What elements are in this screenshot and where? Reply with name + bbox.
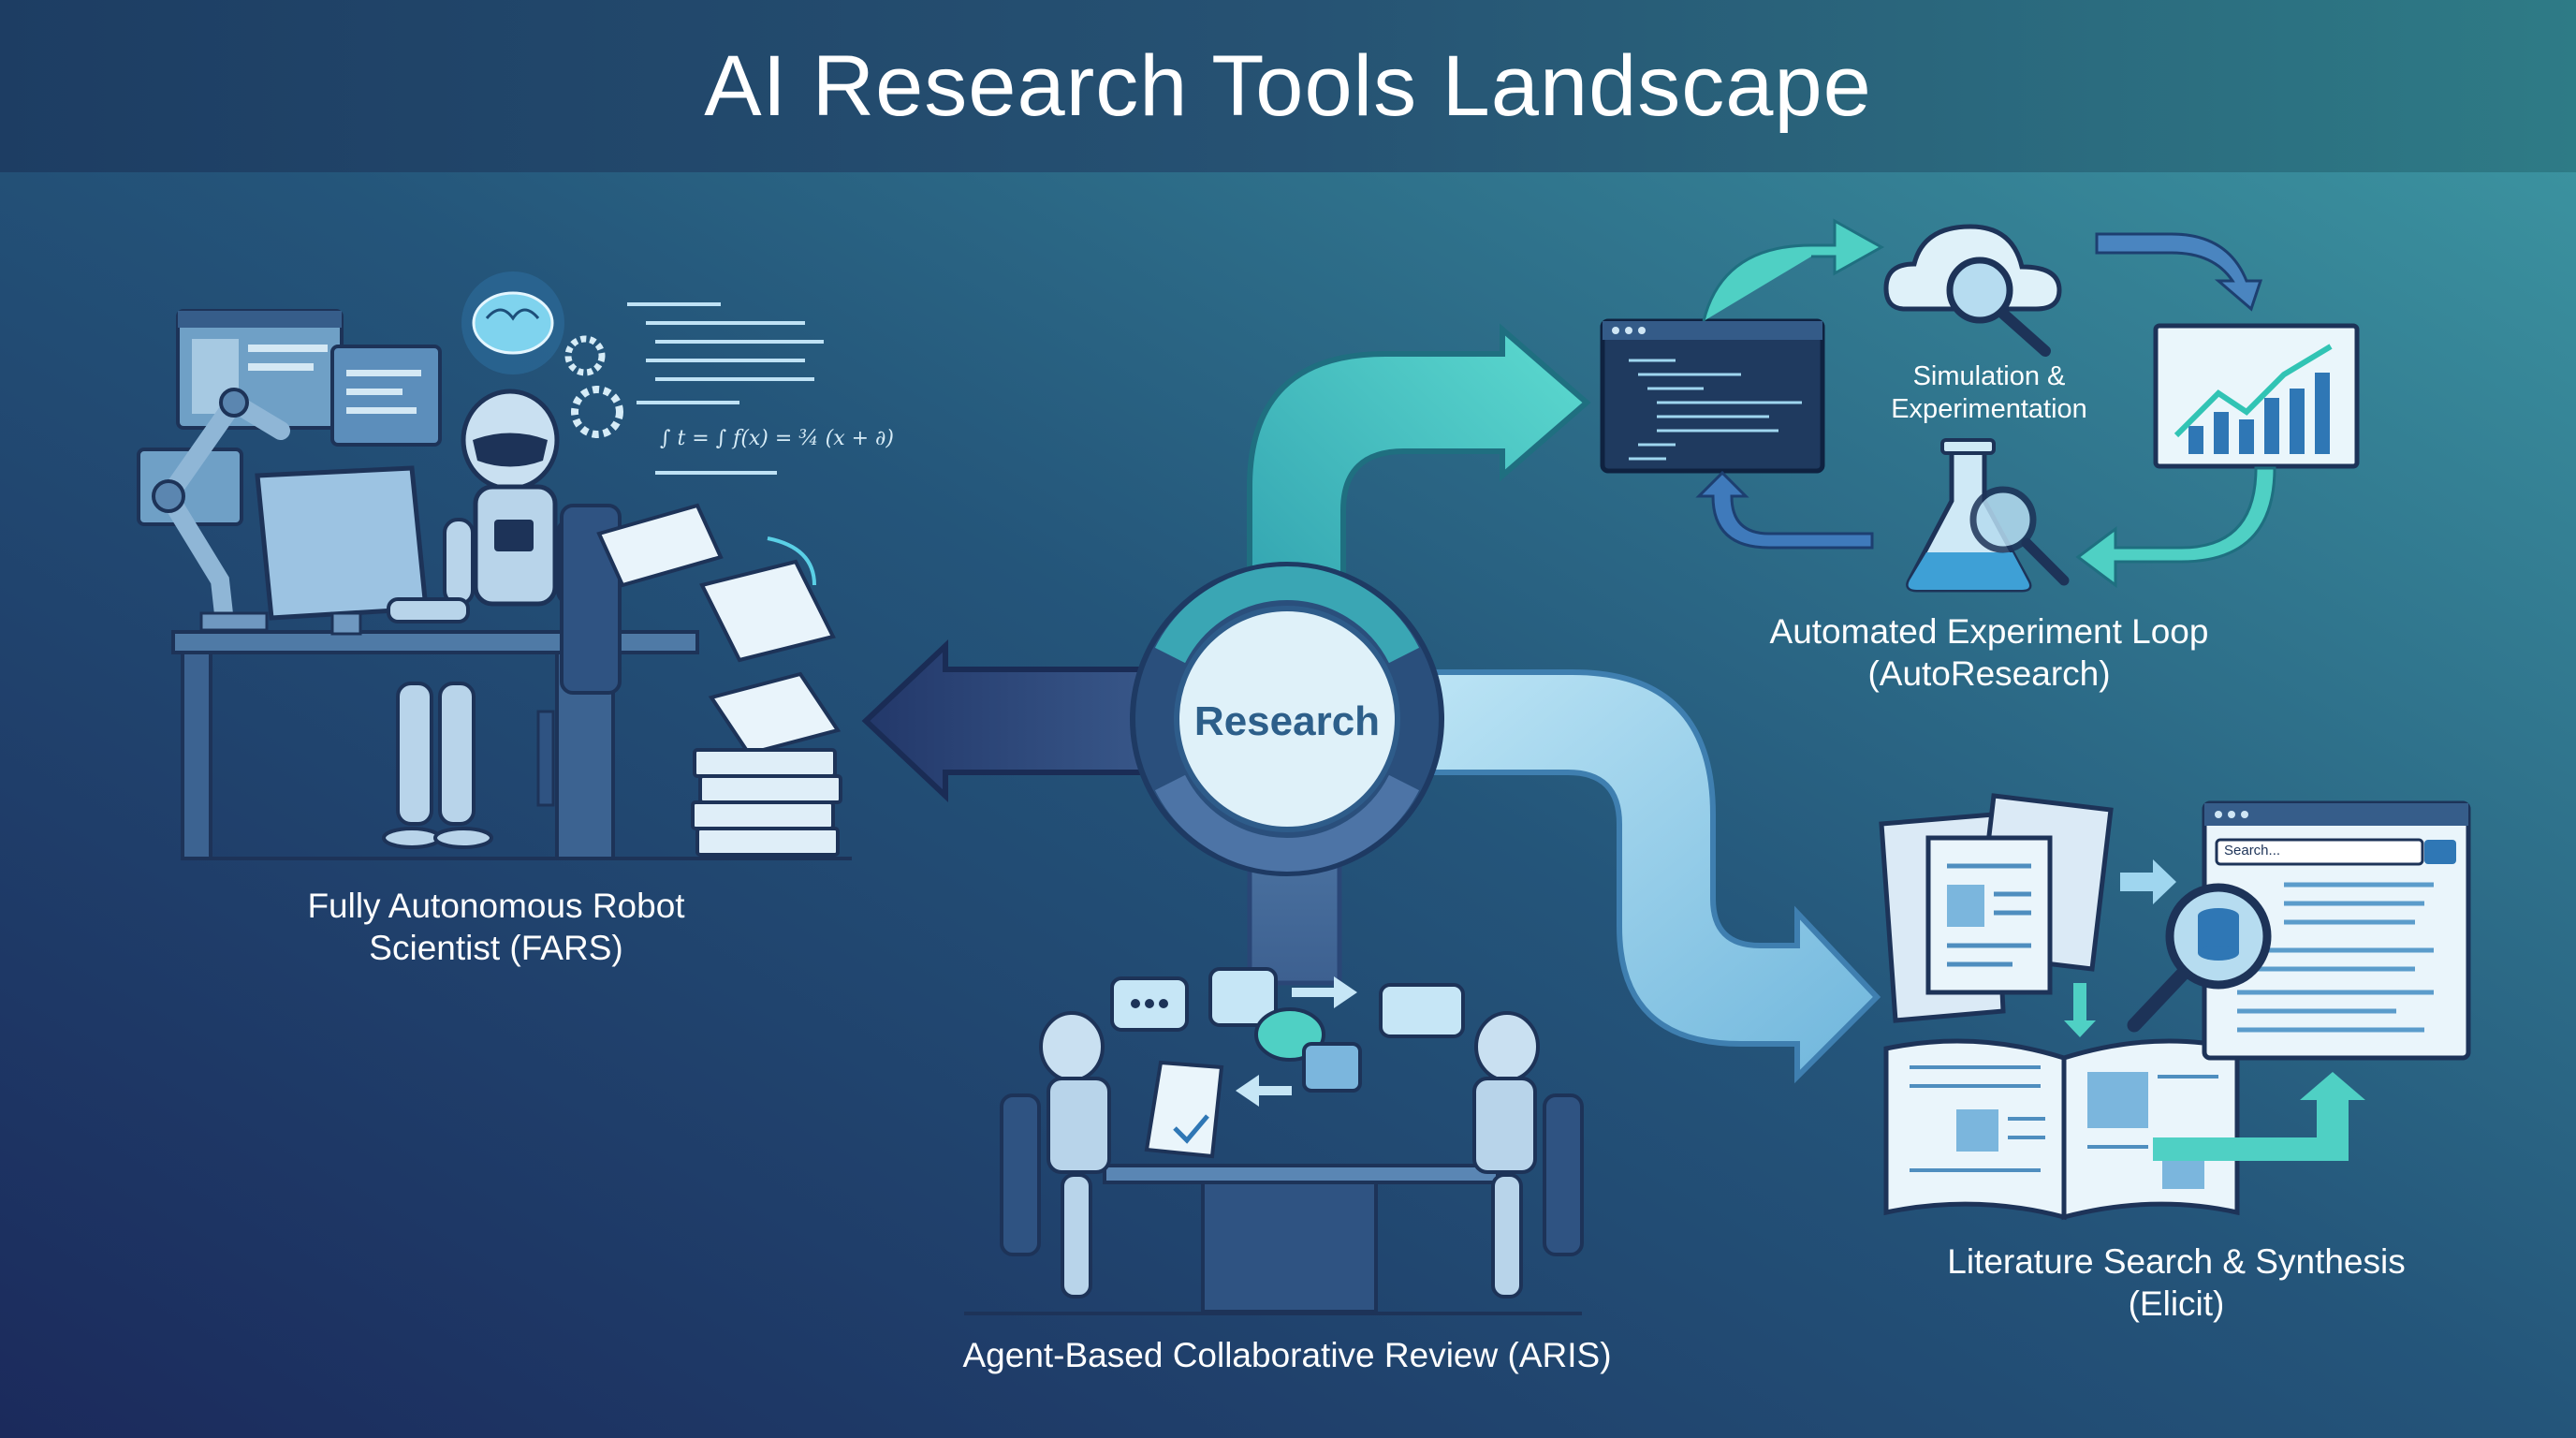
elicit-caption: Literature Search & Synthesis (Elicit) — [1881, 1240, 2471, 1325]
title-bar: AI Research Tools Landscape — [0, 0, 2576, 172]
elicit-search-placeholder: Search... — [2224, 843, 2281, 858]
hub-label: Research — [1194, 698, 1380, 744]
arrow-to-elicit — [1383, 669, 1881, 1084]
aris-illustration — [964, 967, 1584, 1315]
elicit-illustration — [1879, 793, 2471, 1221]
sim-caption: Simulation & Experimentation — [1839, 360, 2139, 426]
aris-caption-line: Agent-Based Collaborative Review (ARIS) — [962, 1336, 1612, 1374]
fars-caption: Fully Autonomous Robot Scientist (FARS) — [215, 885, 777, 969]
fars-caption-line1: Fully Autonomous Robot — [307, 887, 685, 925]
svg-text:∫ t = ∫ f(x) = ¾ (x + ∂): ∫ t = ∫ f(x) = ¾ (x + ∂) — [660, 427, 894, 450]
sim-caption-line1: Simulation & — [1912, 361, 2066, 391]
elicit-caption-line1: Literature Search & Synthesis — [1947, 1242, 2406, 1281]
autoresearch-illustration — [1600, 218, 2360, 593]
research-hub — [1130, 562, 1444, 876]
autoresearch-caption: Automated Experiment Loop (AutoResearch) — [1694, 610, 2284, 695]
fars-caption-line2: Scientist (FARS) — [369, 929, 623, 967]
elicit-search-field: Search... — [2224, 843, 2280, 858]
aris-caption: Agent-Based Collaborative Review (ARIS) — [856, 1334, 1718, 1376]
page-title: AI Research Tools Landscape — [704, 37, 1872, 134]
autoresearch-caption-line2: (AutoResearch) — [1867, 654, 2111, 693]
sim-caption-line2: Experimentation — [1891, 394, 2087, 424]
fars-illustration: ∫ t = ∫ f(x) = ¾ (x + ∂) — [137, 271, 894, 860]
elicit-caption-line2: (Elicit) — [2128, 1284, 2225, 1323]
autoresearch-caption-line1: Automated Experiment Loop — [1769, 612, 2209, 651]
